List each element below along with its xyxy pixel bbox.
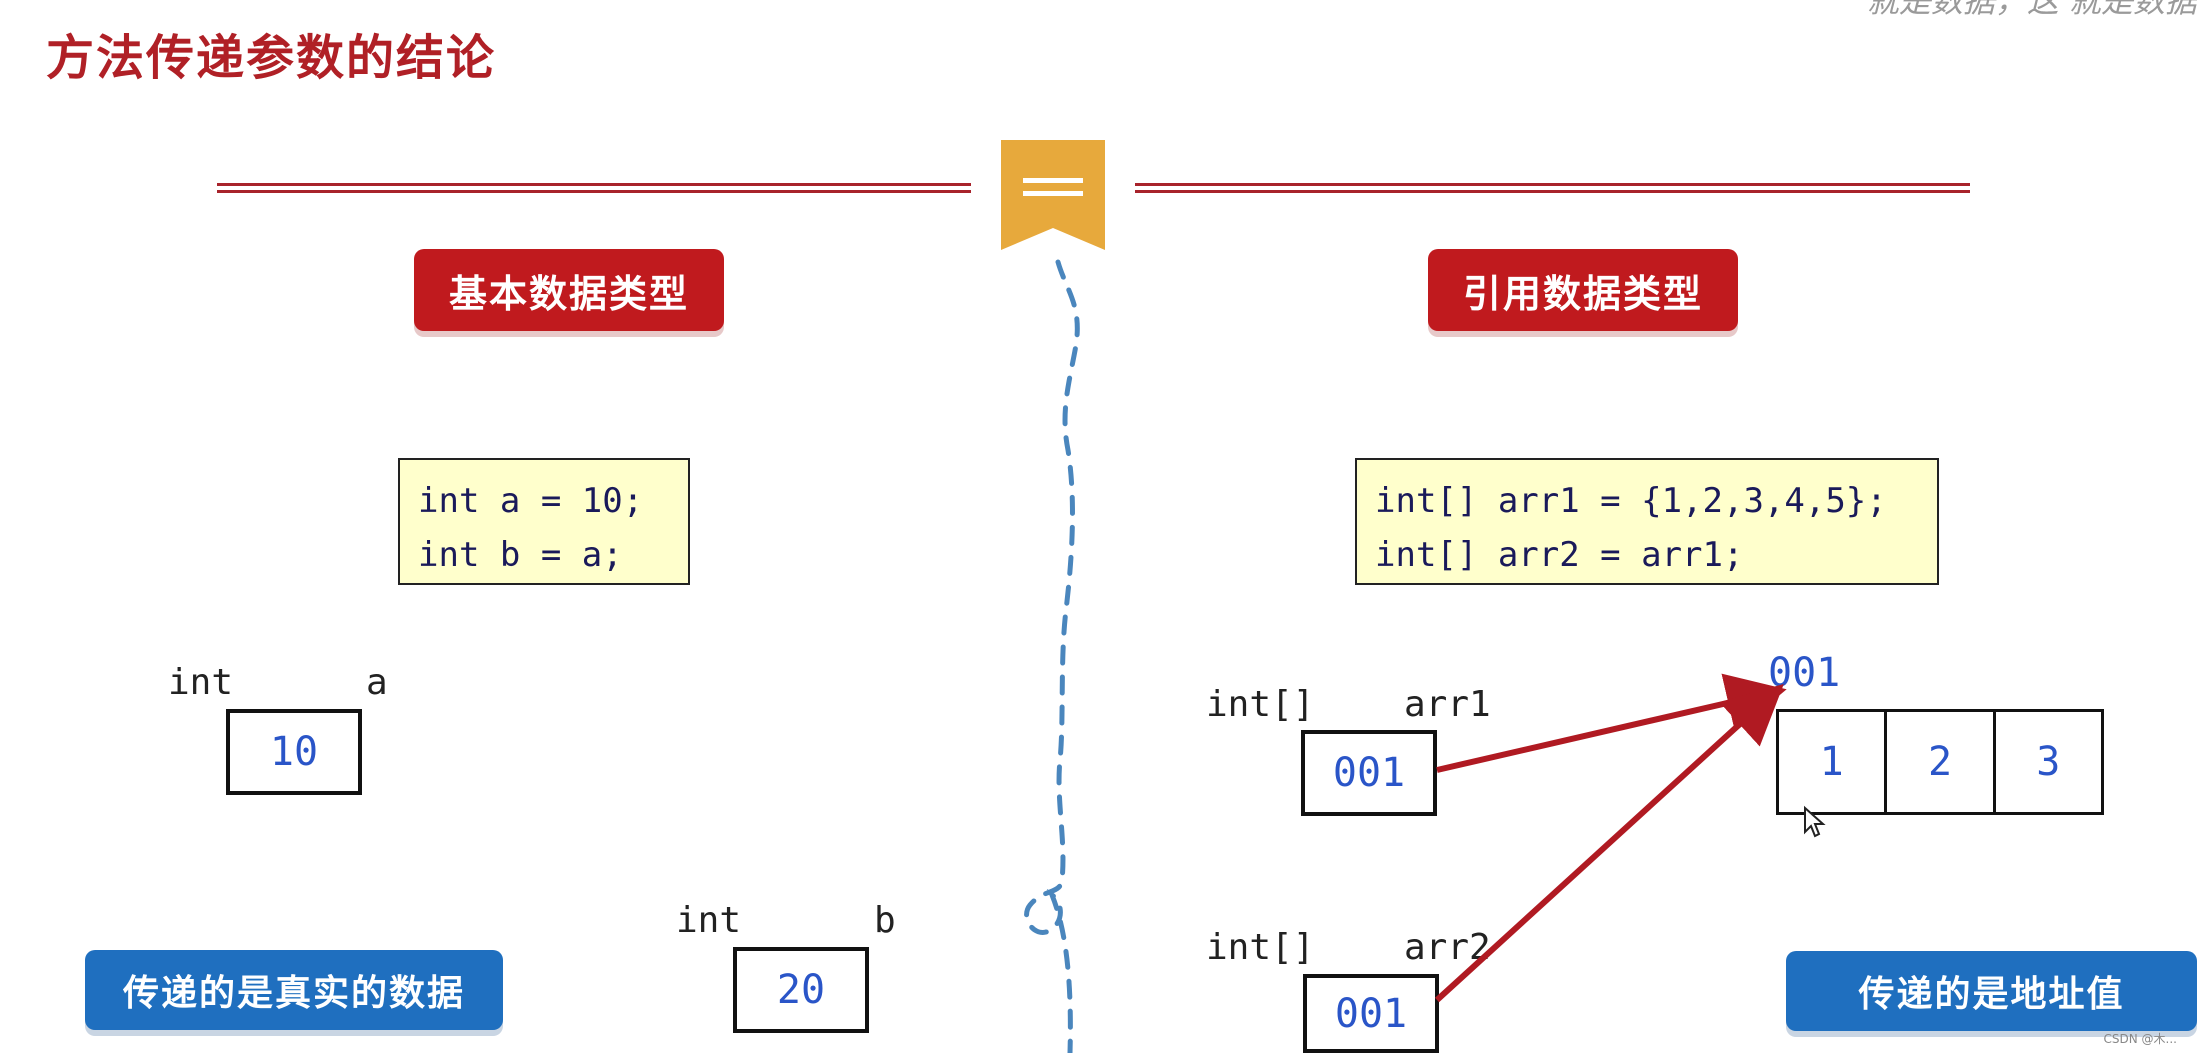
code-line: int b = a;: [418, 535, 623, 575]
var-arr1-box: 001: [1301, 730, 1437, 816]
arr1-pointer-arrow: [1436, 673, 1787, 773]
code-line: int a = 10;: [418, 481, 644, 521]
page-title: 方法传递参数的结论: [46, 30, 497, 86]
primitive-code-block: int a = 10; int b = a;: [398, 458, 690, 585]
var-b-box: 20: [733, 947, 869, 1033]
array-cell: 2: [1887, 712, 1996, 812]
corner-caption: 就是数据，这 就是数据: [1866, 0, 2197, 20]
code-line: int[] arr1 = {1,2,3,4,5};: [1375, 481, 1887, 521]
var-b-name: b: [874, 900, 896, 941]
primitive-types-label: 基本数据类型: [414, 249, 724, 331]
bookmark-icon: [1001, 140, 1105, 250]
reference-conclusion-label: 传递的是地址值: [1786, 951, 2197, 1031]
var-b-type: int: [676, 900, 742, 941]
code-line: int[] arr2 = arr1;: [1375, 535, 1744, 575]
reference-types-label: 引用数据类型: [1428, 249, 1738, 331]
arr2-pointer-arrow: [1434, 683, 1784, 1003]
header-rule-right: [1135, 183, 1970, 193]
dashed-divider: [1024, 259, 1080, 1053]
heap-array: 1 2 3: [1776, 709, 2104, 815]
var-arr1-type: int[]: [1206, 684, 1315, 725]
array-cell: 3: [2036, 739, 2061, 785]
var-a-name: a: [366, 662, 388, 703]
primitive-conclusion-label: 传递的是真实的数据: [85, 950, 503, 1030]
var-arr2-type: int[]: [1206, 927, 1315, 968]
cursor-icon: [1804, 805, 1826, 838]
header-rule-left: [217, 183, 971, 193]
var-arr1-name: arr1: [1404, 684, 1491, 725]
array-cell: 1: [1779, 712, 1888, 812]
watermark: CSDN @木...: [2103, 1032, 2177, 1046]
reference-code-block: int[] arr1 = {1,2,3,4,5}; int[] arr2 = a…: [1355, 458, 1939, 585]
var-a-type: int: [168, 662, 234, 703]
var-arr2-box: 001: [1303, 974, 1439, 1053]
var-a-box: 10: [226, 709, 362, 795]
